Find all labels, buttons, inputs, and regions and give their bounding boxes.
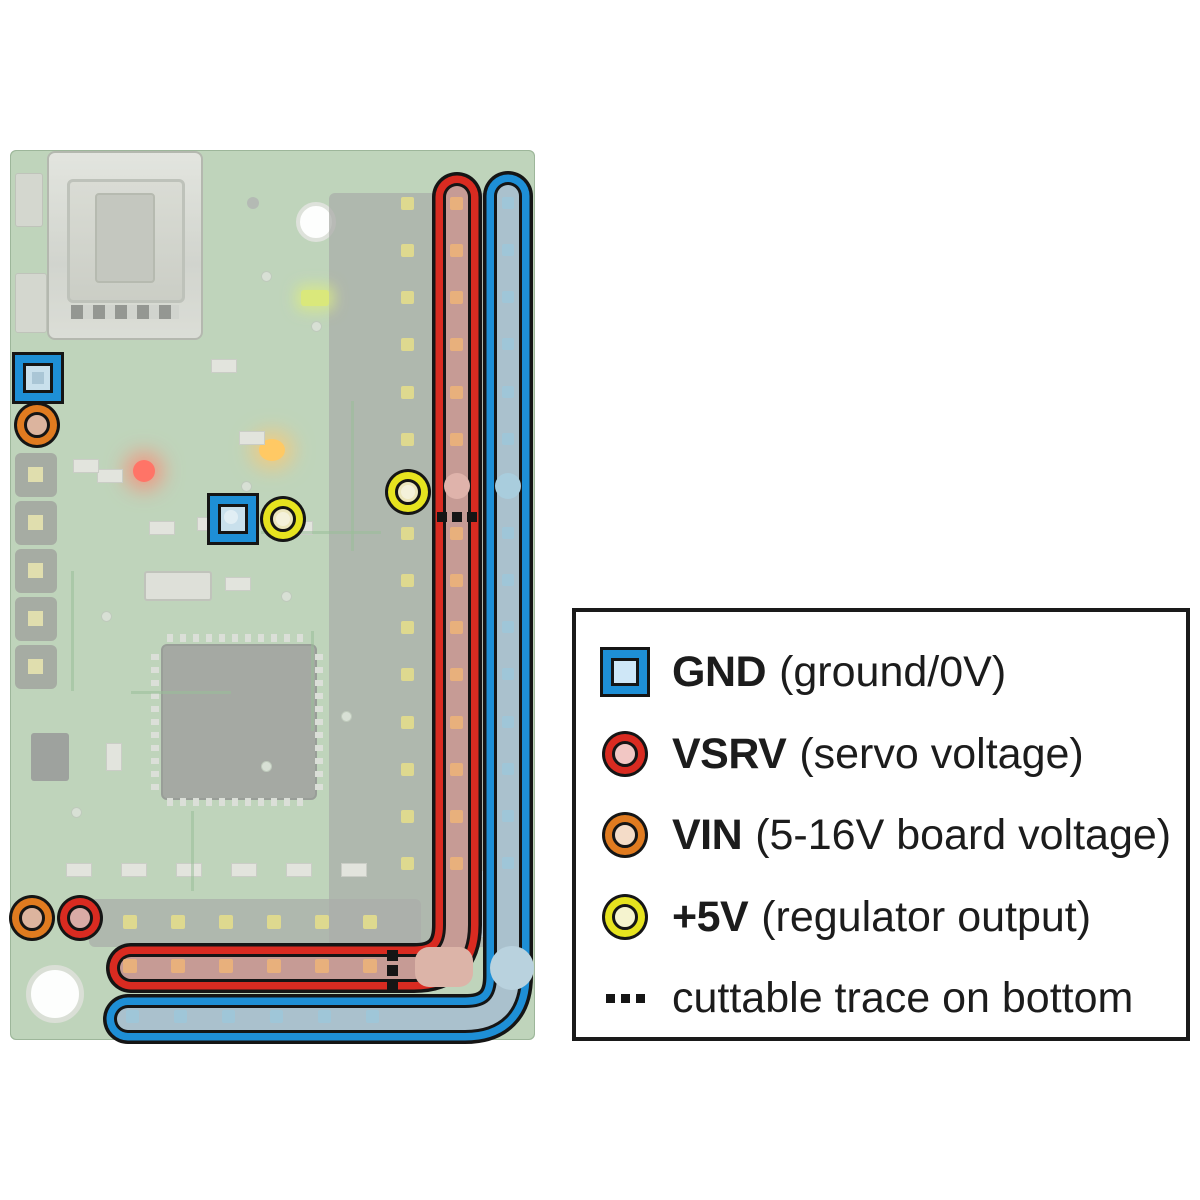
pad-detail — [32, 372, 44, 384]
legend-description: (5-16V board voltage) — [755, 810, 1172, 859]
cuttable-trace-dots-right — [437, 512, 477, 522]
legend-description: (servo voltage) — [799, 729, 1084, 778]
legend-description: cuttable trace on bottom — [672, 973, 1134, 1022]
legend-description: (regulator output) — [761, 892, 1092, 941]
legend-label: VSRV — [672, 729, 787, 778]
legend-row-cuttable: cuttable trace on bottom — [588, 958, 1133, 1038]
pin-pads — [123, 197, 521, 1023]
gnd-swatch-icon — [611, 658, 639, 686]
plus5v-pin-marker — [270, 506, 296, 532]
plus5v-pin-marker — [395, 479, 421, 505]
plus5v-swatch-icon — [612, 904, 638, 930]
legend-row-gnd: GND(ground/0V) — [588, 632, 1006, 712]
gnd-pin-marker — [23, 363, 53, 393]
cuttable-trace-dots-bottom — [387, 950, 398, 991]
pad-detail — [276, 512, 290, 526]
cuttable-trace-swatch-icon — [605, 993, 645, 1003]
legend-label: VIN — [672, 810, 743, 859]
pad-detail — [224, 510, 238, 524]
legend-label: +5V — [672, 892, 749, 941]
vin-swatch-icon — [612, 822, 638, 848]
gnd-pin-marker — [218, 504, 248, 534]
legend-description: (ground/0V) — [779, 647, 1007, 696]
legend-row-5v: +5V(regulator output) — [588, 877, 1091, 957]
vsrv-pin-marker — [67, 905, 93, 931]
vin-pin-marker — [24, 412, 50, 438]
capacitor-under-bus — [415, 947, 473, 987]
capacitor-under-bus — [490, 946, 534, 990]
pad-detail — [401, 485, 415, 499]
vin-pin-marker — [19, 905, 45, 931]
vsrv-swatch-icon — [612, 741, 638, 767]
legend-row-vsrv: VSRV(servo voltage) — [588, 714, 1084, 794]
legend-label: GND — [672, 647, 767, 696]
legend-row-vin: VIN(5-16V board voltage) — [588, 795, 1171, 875]
legend-box: GND(ground/0V) VSRV(servo voltage) VIN(5… — [572, 608, 1190, 1041]
